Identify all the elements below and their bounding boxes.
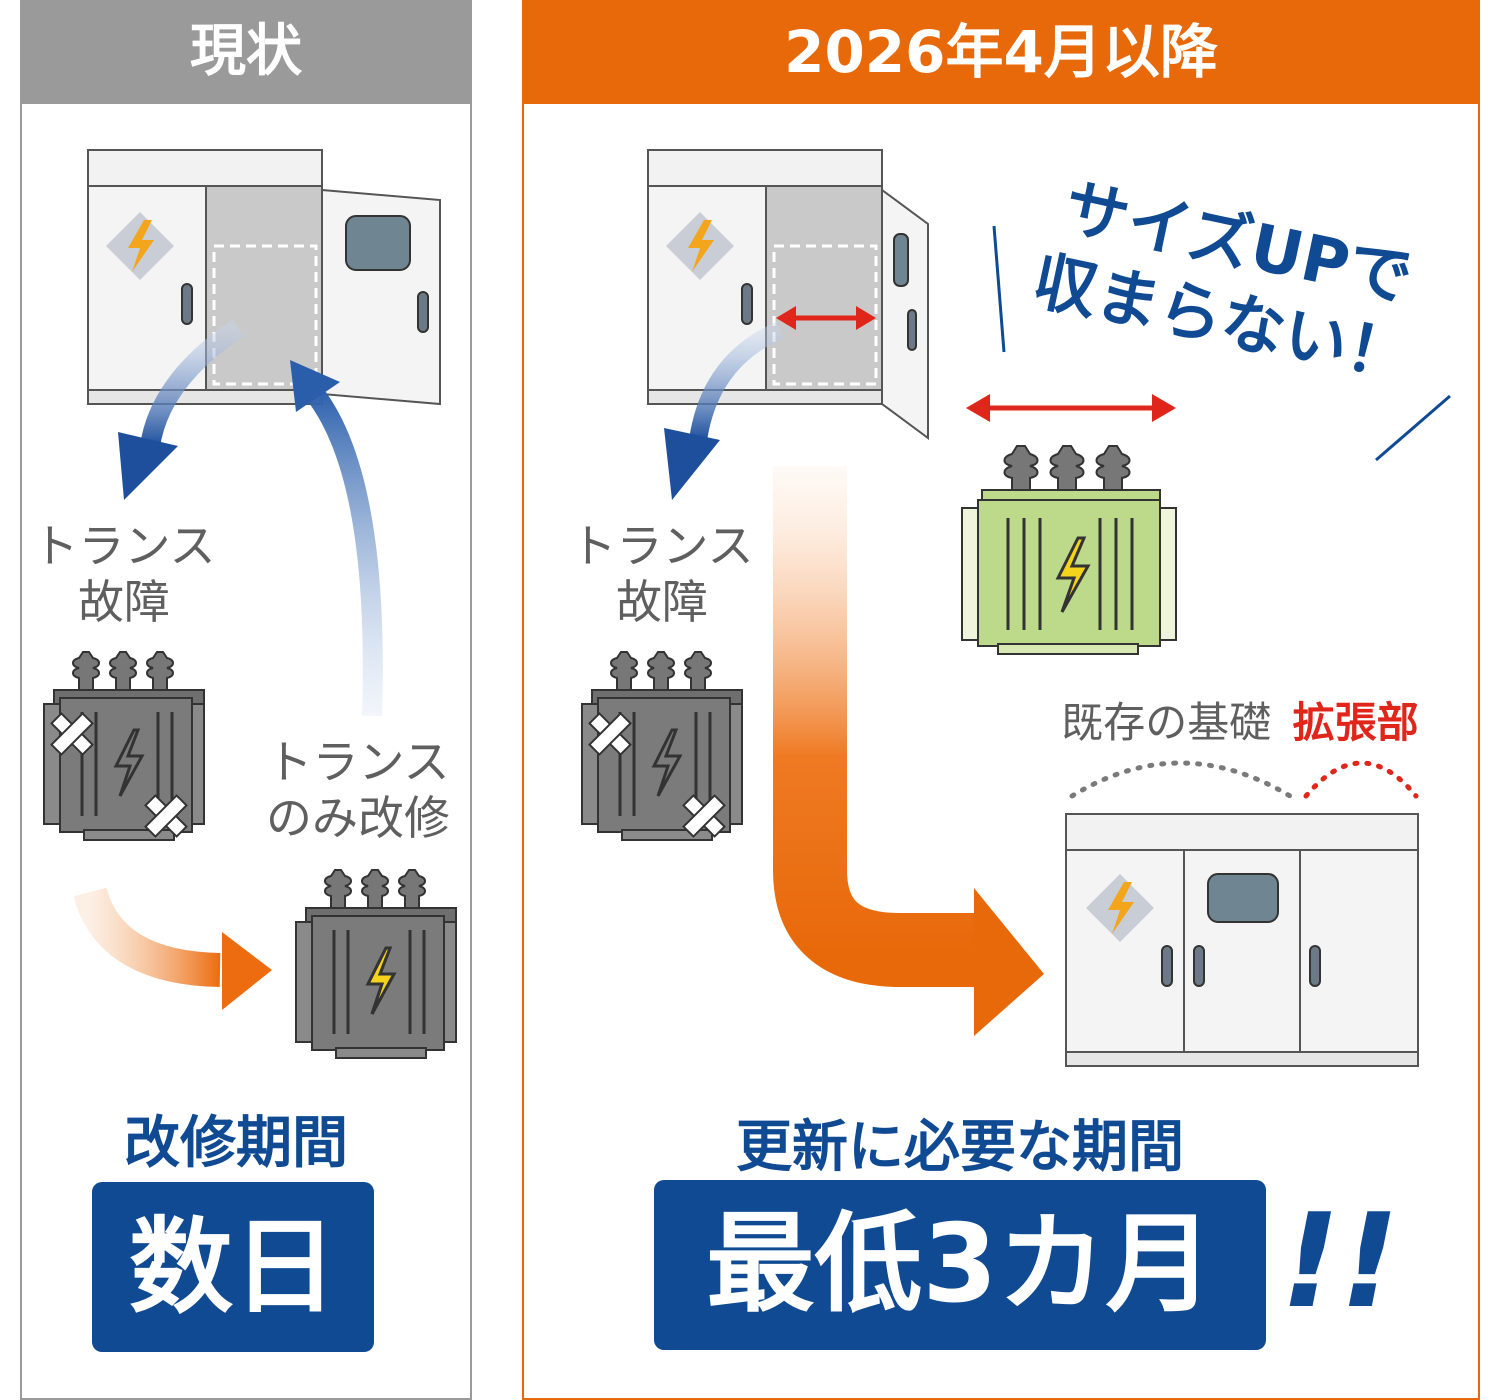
left-period-label: 改修期間 [124, 1111, 348, 1176]
cubicle-icon [647, 149, 929, 440]
transformer-icon [961, 445, 1177, 655]
right-failure-line2: 故障 [616, 575, 708, 629]
transformer-icon [580, 650, 744, 842]
right-failure-line1: トランス [570, 519, 754, 573]
right-header: 2026年4月以降 [524, 0, 1478, 104]
transformer-icon [42, 650, 206, 842]
left-failure-line1: トランス [32, 519, 216, 573]
cubicle-icon [1065, 813, 1419, 1067]
cubicle-icon [87, 149, 441, 406]
left-repair-label: トランス のみ改修 [258, 734, 458, 846]
transformer-icon [294, 868, 458, 1060]
exclaim-mark: !! [1280, 1185, 1400, 1337]
foundation-extension-label: 拡張部 [1292, 698, 1419, 747]
left-period-value: 数日 [92, 1182, 374, 1352]
right-period-value: 最低3カ月 [654, 1180, 1266, 1350]
left-repair-line2: のみ改修 [266, 791, 450, 845]
foundation-existing-label: 既存の基礎 [1061, 698, 1272, 747]
right-failure-label: トランス 故障 [562, 518, 762, 630]
left-failure-line2: 故障 [78, 575, 170, 629]
left-repair-line1: トランス [266, 735, 450, 789]
right-period-label: 更新に必要な期間 [736, 1115, 1184, 1180]
left-header: 現状 [22, 0, 470, 104]
foundation-label: 既存の基礎 拡張部 [1030, 698, 1450, 748]
left-failure-label: トランス 故障 [24, 518, 224, 630]
